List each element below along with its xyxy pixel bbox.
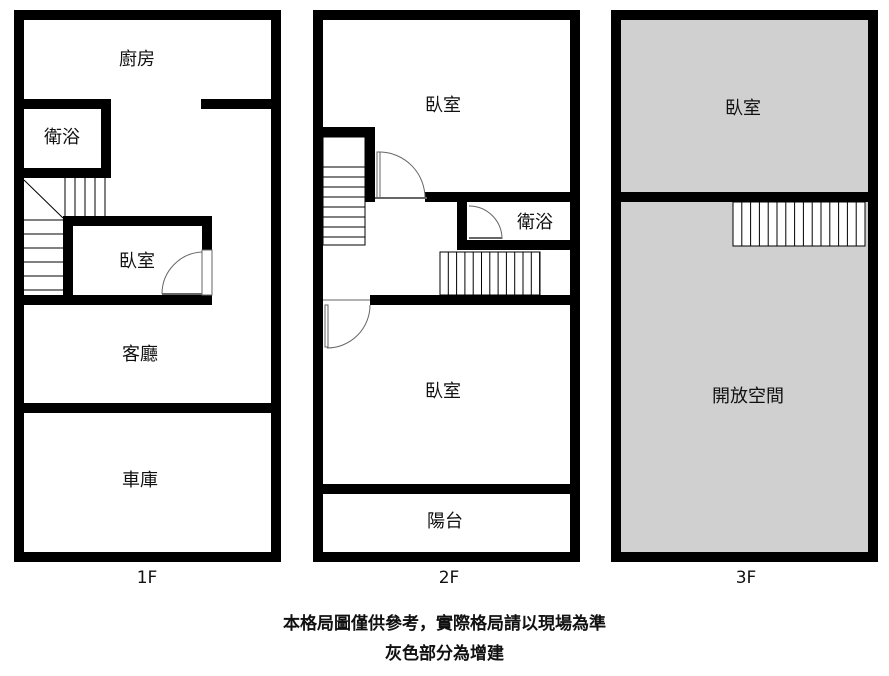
door-bedroom-2f-top [375, 151, 427, 199]
floor-label-3f: 3F [736, 568, 757, 588]
door-bedroom-2f-bottom [323, 299, 371, 349]
outer-wall [14, 10, 281, 562]
bedroom-wall-top [63, 216, 212, 226]
floor-label-2f: 2F [439, 568, 460, 588]
bath-wall-right [101, 99, 111, 178]
addition-area [611, 10, 878, 562]
floor-2f: 臥室 衛浴 臥室 陽台 2F [313, 10, 580, 588]
stair-outline [732, 201, 866, 247]
bedroom-divider-wall [611, 192, 878, 202]
stairs [64, 178, 106, 216]
stairs [322, 136, 366, 246]
bath-wall-left [457, 202, 467, 250]
stair-landing-line [23, 179, 64, 219]
floor-label-1f: 1F [137, 568, 158, 588]
bath-wall-bottom [457, 240, 570, 250]
kitchen-wall [201, 99, 271, 109]
room-label-bath: 衛浴 [517, 212, 553, 233]
floor-3f: 臥室 開放空間 3F [611, 10, 878, 588]
bedroom2-wall-top [370, 295, 570, 305]
room-label-living: 客廳 [122, 344, 158, 365]
room-label-bedroom-bottom: 臥室 [425, 381, 461, 402]
disclaimer-note: 本格局圖僅供參考，實際格局請以現場為準 [283, 614, 606, 634]
room-label-open-space: 開放空間 [712, 386, 784, 407]
stairs [732, 201, 866, 247]
bedroom-wall-left [63, 216, 73, 305]
bedroom-wall-right [202, 216, 212, 250]
bath-wall-top [24, 99, 111, 109]
door-bath-2f [468, 205, 503, 240]
room-label-bath: 衛浴 [44, 127, 80, 148]
bedroom-wall-bottom [24, 295, 212, 305]
room-label-kitchen: 廚房 [119, 48, 155, 70]
stair-outline [322, 136, 366, 246]
balcony-divider-wall [313, 484, 580, 494]
stair-wall-right [365, 127, 375, 202]
stair-wall-top [323, 127, 375, 137]
room-label-garage: 車庫 [122, 470, 158, 491]
room-label-bedroom: 臥室 [119, 251, 155, 272]
stairs [439, 251, 541, 296]
floor-1f: 廚房 衛浴 臥室 客廳 車庫 1F [14, 10, 281, 588]
room-label-bedroom-top: 臥室 [425, 95, 461, 116]
room-label-bedroom: 臥室 [725, 98, 761, 119]
stairs [24, 219, 63, 291]
door-bedroom-1f [161, 249, 213, 296]
addition-note: 灰色部分為增建 [385, 644, 504, 664]
bath-wall-bottom [24, 168, 111, 178]
outer-wall [313, 10, 580, 562]
bedroom-wall-bottom [425, 192, 570, 202]
room-label-balcony: 陽台 [427, 511, 463, 532]
garage-divider-wall [14, 403, 281, 413]
